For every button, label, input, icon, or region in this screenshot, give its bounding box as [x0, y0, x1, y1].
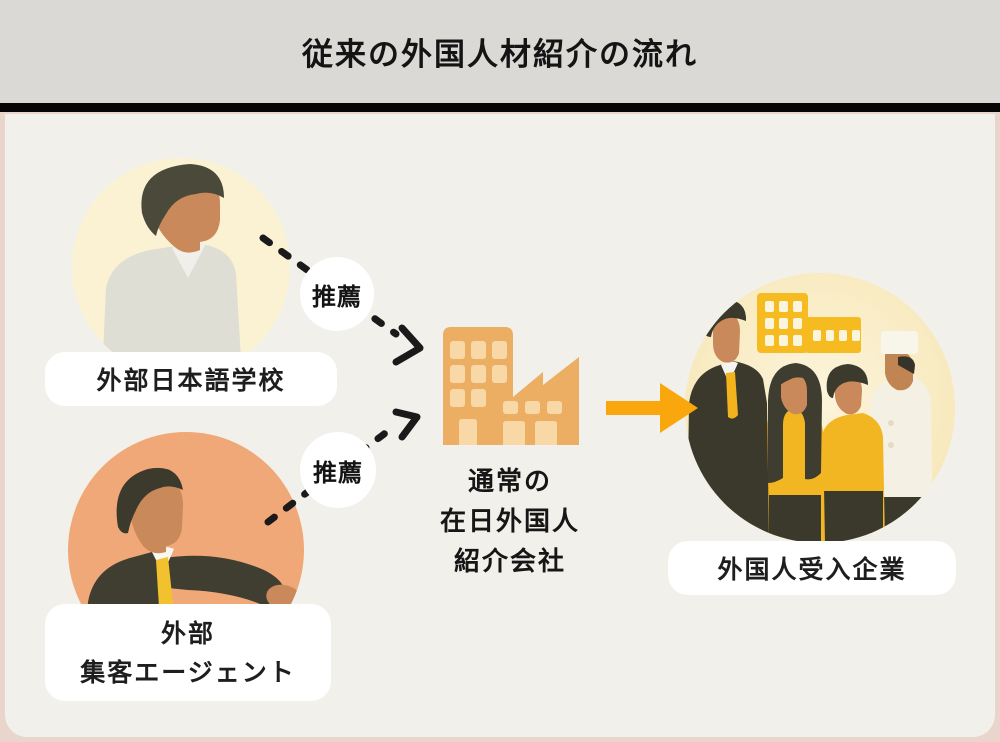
- office-building-icon: [443, 327, 579, 445]
- teacher-person-illustration: [102, 164, 242, 376]
- employer-node: [685, 273, 955, 543]
- page-title: 従来の外国人材紹介の流れ: [302, 37, 698, 73]
- recommendation-label: 推薦: [313, 458, 363, 487]
- foreign-workers-illustration: [687, 293, 933, 543]
- company-label-line1: 通常の: [467, 467, 552, 497]
- agent-label: 外部 集客エージェント: [45, 604, 331, 701]
- company-label: 通常の 在日外国人 紹介会社: [415, 462, 605, 582]
- recommendation-badge: 推薦: [300, 432, 376, 508]
- school-label: 外部日本語学校: [45, 352, 337, 406]
- employer-label-text: 外国人受入企業: [717, 555, 907, 584]
- agent-label-line2: 集客エージェント: [80, 657, 296, 687]
- header: 従来の外国人材紹介の流れ: [0, 0, 1000, 103]
- employer-building-icon: [757, 293, 861, 353]
- school-node: [72, 158, 290, 376]
- employer-label: 外国人受入企業: [668, 541, 956, 595]
- agent-label-line1: 外部: [160, 618, 215, 648]
- header-divider-bar: [0, 103, 1000, 112]
- recommendation-label: 推薦: [312, 282, 362, 311]
- school-label-text: 外部日本語学校: [96, 366, 286, 395]
- company-label-line2: 在日外国人: [439, 507, 580, 537]
- female-worker-figure: [761, 363, 825, 543]
- flow-diagram: 推薦 推薦 外部日本語学校 外部 集客エージェント: [0, 112, 1000, 742]
- company-label-line3: 紹介会社: [453, 547, 566, 577]
- recommendation-badge: 推薦: [300, 257, 374, 331]
